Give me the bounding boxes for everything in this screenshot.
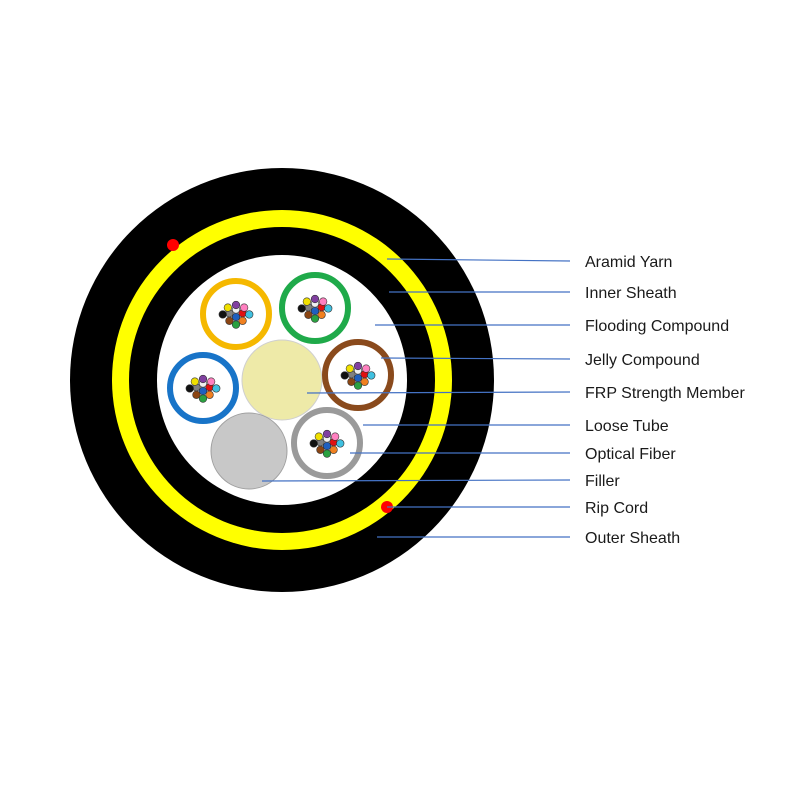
optical-fiber [353, 381, 363, 390]
fiber-bundle [218, 300, 254, 329]
optical-fiber [218, 310, 227, 319]
optical-fiber [347, 377, 356, 386]
optical-fiber [345, 364, 354, 373]
optical-fiber [245, 310, 254, 319]
optical-fiber [223, 303, 232, 312]
optical-fiber [340, 371, 349, 380]
optical-fiber [310, 314, 320, 323]
optical-fiber [310, 294, 320, 304]
optical-fiber [324, 304, 333, 313]
frp-strength-member [241, 339, 323, 421]
optical-fiber [212, 384, 221, 393]
optical-fiber [185, 384, 194, 393]
optical-fiber [316, 445, 325, 454]
optical-fiber [302, 297, 311, 306]
optical-fiber [190, 377, 199, 386]
filler [210, 412, 288, 490]
optical-fiber [192, 390, 201, 399]
jelly-compound-label: Jelly Compound [585, 352, 700, 369]
frp-strength-member-leader-line [306, 391, 571, 394]
filler-leader-line [261, 479, 571, 482]
fiber-bundle [185, 374, 221, 403]
optical-fiber [304, 310, 313, 319]
optical-fiber [231, 300, 241, 310]
optical-fiber [319, 297, 328, 306]
loose-tube-label: Loose Tube [585, 418, 669, 435]
rip-cord-label: Rip Cord [585, 500, 648, 517]
aramid-yarn-label: Aramid Yarn [585, 254, 672, 271]
fiber-bundle [340, 361, 376, 390]
fiber-bundle [297, 294, 333, 323]
optical-fiber [336, 439, 345, 448]
loose-tube [291, 407, 363, 479]
optical-fiber [225, 316, 234, 325]
cable-cross-section [70, 168, 494, 592]
inner-sheath-label: Inner Sheath [585, 285, 677, 302]
fiber-bundle [309, 429, 345, 458]
optical-fiber [362, 364, 371, 373]
leader-lines [261, 258, 571, 538]
optical-fiber [231, 320, 241, 329]
frp-strength-member-label: FRP Strength Member [585, 385, 745, 402]
optical-fiber [297, 304, 306, 313]
optical-fiber [353, 361, 363, 371]
loose-tube [322, 339, 394, 411]
optical-fiber [198, 394, 208, 403]
outer-sheath-label: Outer Sheath [585, 530, 680, 547]
filler-label: Filler [585, 473, 620, 490]
rip-cord-top [167, 239, 179, 251]
jelly-compound-leader-line [380, 357, 571, 360]
optical-fiber [198, 374, 208, 384]
optical-fiber [322, 429, 332, 439]
optical-fiber [322, 449, 332, 458]
optical-fiber [240, 303, 249, 312]
optical-fiber [314, 432, 323, 441]
loose-tubes [167, 272, 394, 479]
optical-fiber-label: Optical Fiber [585, 446, 676, 463]
loose-tube [279, 272, 351, 344]
aramid-yarn-leader-line [386, 258, 571, 262]
optical-fiber [207, 377, 216, 386]
optical-fiber [309, 439, 318, 448]
optical-fiber [367, 371, 376, 380]
loose-tube [200, 278, 272, 350]
loose-tube [167, 352, 239, 424]
flooding-compound-label: Flooding Compound [585, 318, 729, 335]
optical-fiber [331, 432, 340, 441]
